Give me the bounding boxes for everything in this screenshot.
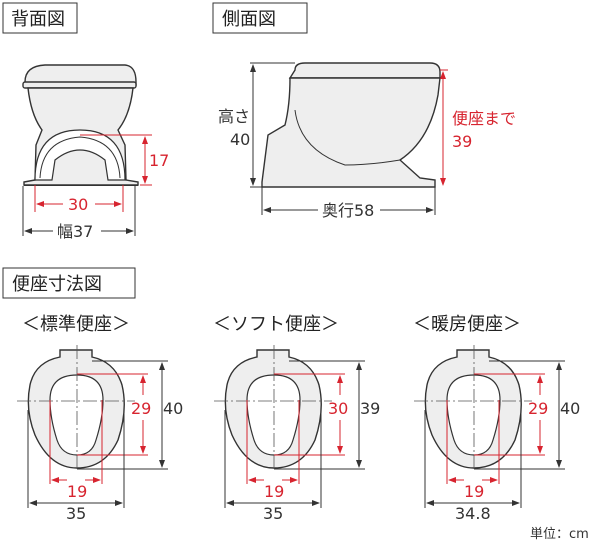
hole-length: 29 — [131, 399, 151, 418]
seat-length: 39 — [360, 399, 380, 418]
side-depth: 奥行58 — [322, 201, 374, 220]
side-view-heading: 側面図 — [212, 2, 308, 34]
seat-width: 35 — [263, 504, 283, 523]
hole-width: 19 — [264, 482, 284, 501]
back-view-drawing — [22, 64, 139, 186]
seat-standard: ＜標準便座＞ 29 40 19 35 — [17, 314, 183, 523]
seat-hole — [49, 374, 104, 456]
unit-label: 単位：cm — [530, 526, 589, 542]
seat-soft: ＜ソフト便座＞ 30 39 19 35 — [213, 314, 380, 523]
seat-dimension-heading: 便座寸法図 — [2, 267, 136, 299]
hole-length: 30 — [328, 399, 348, 418]
back-view-title: 背面図 — [11, 9, 65, 30]
back-arch-height: 17 — [149, 151, 169, 170]
seat-height-value: 39 — [452, 132, 472, 151]
side-height-label: 高さ — [218, 107, 250, 126]
side-view-title: 側面図 — [222, 9, 276, 30]
seat-name: ＜暖房便座＞ — [413, 314, 521, 335]
seat-hole — [246, 374, 301, 456]
back-inner-width: 30 — [68, 195, 88, 214]
seat-width: 35 — [66, 504, 86, 523]
seat-height-label: 便座まで — [452, 109, 516, 128]
hole-width: 19 — [67, 482, 87, 501]
seat-dimension-title: 便座寸法図 — [12, 274, 102, 295]
back-view-heading: 背面図 — [2, 2, 78, 34]
seat-name: ＜ソフト便座＞ — [213, 314, 339, 335]
seat-length: 40 — [163, 399, 183, 418]
seat-length: 40 — [560, 399, 580, 418]
seat-width: 34.8 — [455, 504, 491, 523]
back-width: 幅37 — [57, 222, 93, 241]
seat-heated: ＜暖房便座＞ 29 40 19 34.8 — [413, 314, 580, 523]
hole-length: 29 — [528, 399, 548, 418]
seat-name: ＜標準便座＞ — [22, 314, 130, 335]
hole-width: 19 — [464, 482, 484, 501]
seat-hole — [446, 374, 501, 456]
side-view-drawing — [261, 62, 441, 188]
side-height-value: 40 — [230, 130, 250, 149]
